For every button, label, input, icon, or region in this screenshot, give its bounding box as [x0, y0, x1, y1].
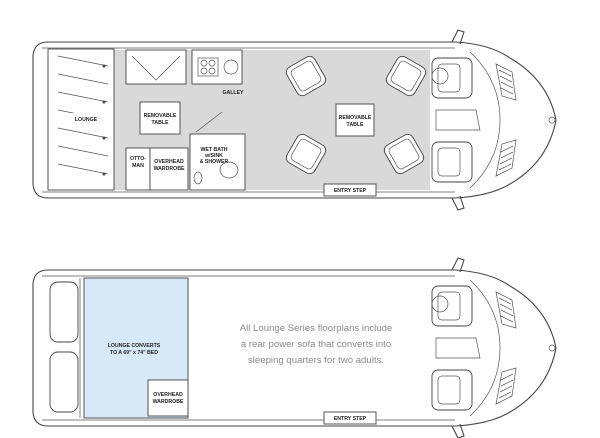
- top-seat-4: [383, 133, 425, 175]
- bottom-bed-line1: LOUNGE CONVERTS: [108, 343, 161, 349]
- bottom-van-inner-wall: [42, 275, 455, 421]
- bottom-front-grille: [469, 279, 556, 417]
- top-seat-1: [285, 55, 327, 97]
- top-entry-step-label: ENTRY STEP: [334, 188, 367, 194]
- bottom-note-line3: sleeping quarters for two adults.: [248, 355, 384, 366]
- bottom-cab-seat-upper: [431, 285, 473, 327]
- bottom-van-floorplan: LOUNGE CONVERTS TO A 69" x 74" BED OVERH…: [32, 257, 557, 438]
- top-rear-cabinet-fold: [131, 55, 181, 81]
- bottom-rear-cushion-upper: [49, 281, 79, 343]
- top-bath-door-swing: [195, 111, 223, 133]
- top-bath-line1: WET BATH: [201, 147, 228, 153]
- top-bath-toilet: [193, 171, 203, 185]
- top-entry-step: [323, 183, 377, 197]
- top-galley-counter: [191, 49, 243, 85]
- top-van-floorplan: LOUNGE GALLEY REMOVABLE TABLE OTTO- MAN …: [32, 29, 557, 211]
- top-cab-console: [435, 109, 481, 131]
- bottom-rear-cushion-lower: [49, 351, 79, 413]
- top-floor-area: [114, 50, 430, 190]
- bottom-entry-step: [323, 411, 377, 425]
- top-ottoman: [125, 147, 151, 191]
- bottom-cab-console: [435, 337, 481, 359]
- top-lounge-label: LOUNGE: [75, 117, 98, 123]
- bottom-note-line1: All Lounge Series floorplans include: [240, 323, 393, 334]
- top-table-right: [335, 103, 375, 137]
- top-mirror-upper: [451, 29, 465, 45]
- bottom-bed-line2: TO A 69" x 74" BED: [110, 350, 158, 356]
- top-wardrobe-line1: OVERHEAD: [154, 159, 184, 165]
- bottom-wardrobe-line2: WARDROBE: [153, 399, 184, 405]
- bottom-mirror-upper: [451, 257, 465, 273]
- top-ottoman-line2: MAN: [132, 163, 144, 169]
- top-table-left: [139, 101, 181, 135]
- top-table-left-line2: TABLE: [152, 120, 169, 126]
- top-overhead-wardrobe: [149, 147, 189, 191]
- bottom-cab-seat-lower: [431, 369, 473, 411]
- bottom-wardrobe-line1: OVERHEAD: [153, 392, 183, 398]
- top-mirror-lower: [451, 195, 465, 211]
- top-cab-seat-upper: [431, 57, 473, 99]
- top-seat-2: [385, 55, 427, 97]
- top-table-right-line2: TABLE: [347, 122, 364, 128]
- bottom-entry-step-label: ENTRY STEP: [334, 416, 367, 422]
- top-steering-wheel: [431, 67, 449, 85]
- top-front-grille: [469, 51, 556, 189]
- top-galley-stove: [197, 57, 219, 77]
- top-wardrobe-line2: WARDROBE: [154, 166, 185, 172]
- top-table-left-line1: REMOVABLE: [144, 113, 177, 119]
- top-seat-3: [285, 133, 327, 175]
- top-bath-line3: & SHOWER: [200, 159, 229, 165]
- bottom-van-body: [32, 269, 557, 427]
- bottom-mirror-lower: [451, 423, 465, 438]
- top-galley-sink: [223, 59, 239, 75]
- top-ottoman-line1: OTTO-: [130, 156, 146, 162]
- top-rear-cabinet: [125, 49, 187, 85]
- bottom-note-line2: a rear power sofa that converts into: [241, 339, 391, 350]
- top-wet-bath: [189, 133, 246, 191]
- top-galley-label: GALLEY: [222, 90, 244, 96]
- top-bath-sink: [219, 161, 239, 179]
- bottom-overhead-wardrobe: [147, 379, 189, 417]
- top-table-right-line1: REMOVABLE: [339, 115, 372, 121]
- top-van-body: [32, 41, 557, 199]
- top-cab-seat-lower: [431, 141, 473, 183]
- top-bath-line2: w/SINK: [204, 153, 223, 159]
- top-van-inner-wall: [42, 47, 455, 193]
- bottom-steering-wheel: [431, 295, 449, 313]
